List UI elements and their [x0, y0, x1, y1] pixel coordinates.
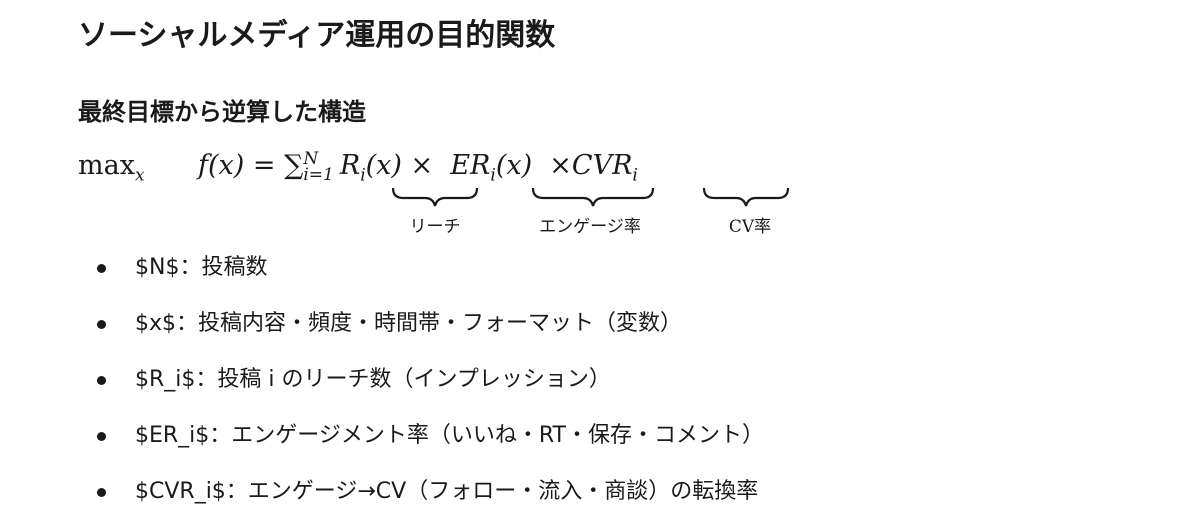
label-cv-rate: CV率 [728, 217, 772, 237]
label-engagement-rate: エンゲージ率 [539, 217, 641, 237]
sum-upper: N [303, 148, 319, 169]
label-reach: リーチ [409, 217, 461, 237]
objective-formula: maxx [78, 150, 145, 185]
list-item: $ER_i$：エンゲージメント率（いいね・RT・保存・コメント） [95, 416, 764, 472]
er-term: ER [450, 150, 491, 181]
reach-arg: (x) [365, 150, 402, 181]
section-heading: 最終目標から逆算した構造 [78, 98, 366, 126]
list-item: $N$：投稿数 [95, 248, 764, 304]
er-sub: i [490, 165, 496, 186]
function-term: f(x) = [198, 150, 285, 181]
reach-sub: i [360, 165, 366, 186]
sum-symbol: ∑ [284, 150, 304, 181]
list-item: $x$：投稿内容・頻度・時間帯・フォーマット（変数） [95, 304, 764, 360]
page-title: ソーシャルメディア運用の目的関数 [78, 18, 556, 53]
max-operator: max [78, 150, 135, 181]
reach-term: R [339, 150, 361, 181]
list-item: $CVR_i$：エンゲージ→CV（フォロー・流入・商談）の転換率 [95, 472, 764, 528]
underbrace-er [531, 187, 655, 207]
cvr-term: CVR [571, 150, 633, 181]
max-subscript: x [134, 165, 145, 186]
variable-list: $N$：投稿数 $x$：投稿内容・頻度・時間帯・フォーマット（変数） $R_i$… [95, 248, 764, 528]
underbrace-cvr [702, 187, 790, 207]
times-1: × [410, 150, 434, 181]
cvr-sub: i [632, 165, 638, 186]
underbrace-reach [391, 187, 479, 207]
list-item: $R_i$：投稿 i のリーチ数（インプレッション） [95, 360, 764, 416]
er-arg: (x) [495, 150, 533, 181]
times-2: × [549, 150, 572, 181]
sum-lower: i=1 [303, 164, 334, 185]
